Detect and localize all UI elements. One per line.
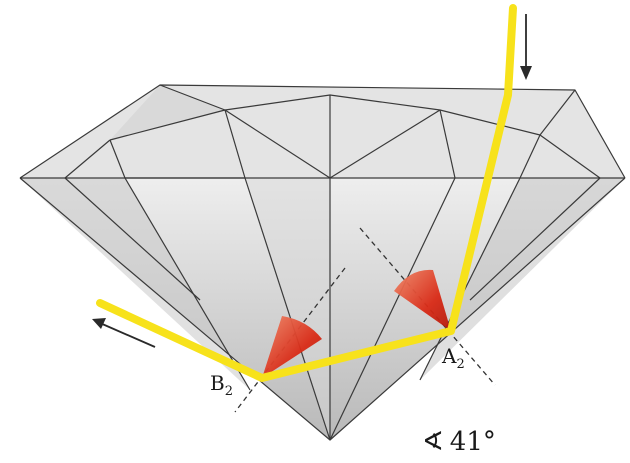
incoming-arrowhead: [520, 66, 532, 80]
pavilion-facet-shade: [420, 178, 625, 380]
outgoing-arrow: [99, 322, 156, 348]
critical-cone-a: [394, 269, 451, 331]
angle-value: 41°: [450, 427, 496, 457]
diamond-gem: [19, 84, 626, 441]
facet-edges: [19, 84, 626, 441]
critical-angle-label: ∢41°: [422, 427, 496, 457]
direction-arrows: [92, 14, 532, 348]
pavilion-facet-shade: [20, 178, 250, 390]
point-label-b: B2: [210, 371, 233, 399]
critical-cone-b: [262, 316, 322, 378]
point-label-a: A2: [441, 344, 465, 372]
crown-facet-shade: [110, 85, 225, 140]
diamond-crown: [20, 85, 625, 178]
outgoing-arrowhead: [92, 318, 106, 329]
light-ray: [96, 4, 517, 382]
angle-symbol: ∢: [422, 427, 444, 457]
critical-angle-cones: [262, 269, 451, 378]
